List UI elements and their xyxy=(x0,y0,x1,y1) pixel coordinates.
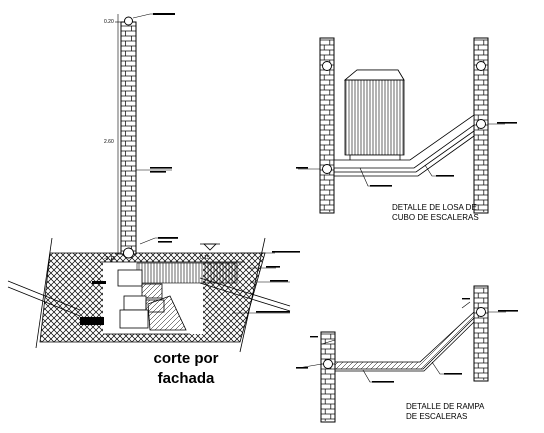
slab-wall-brick-pattern xyxy=(320,39,488,212)
break-lines xyxy=(7,237,291,353)
footing-blocks xyxy=(117,269,187,331)
slab-ramp xyxy=(333,114,475,169)
facade-note-bars xyxy=(80,13,300,325)
slab-right-anchor xyxy=(476,61,486,71)
slab-caption-line1: DETALLE DE LOSA DE xyxy=(392,203,477,212)
level-marker xyxy=(203,243,217,251)
facade-wall xyxy=(120,21,137,255)
dim-ground: -0.15 xyxy=(104,256,116,262)
ramp-slab xyxy=(334,311,475,370)
slab-detail xyxy=(296,37,517,214)
ramp-detail xyxy=(296,285,518,423)
ramp-caption: DETALLE DE RAMPA DE ESCALERAS xyxy=(406,402,484,422)
dim-top: 0.20 xyxy=(104,19,114,25)
slab-left-anchor xyxy=(322,61,332,71)
facade-caption-line1: corte por xyxy=(153,350,219,367)
slab-caption-line2: CUBO DE ESCALERAS xyxy=(392,213,479,222)
ramp-note-bars xyxy=(296,298,518,383)
ramp-left-wall xyxy=(320,331,336,423)
dim-wall-height: 2.60 xyxy=(104,139,114,145)
ramp-caption-line1: DETALLE DE RAMPA xyxy=(406,402,485,411)
dim-grade: 0.15 xyxy=(200,255,210,261)
ramp-left-anchor xyxy=(323,359,333,369)
facade-section: 0.20 2.60 0.15 -0.15 xyxy=(7,13,300,353)
slab-note-bars xyxy=(296,122,517,187)
slab-left-anchor-2 xyxy=(322,164,332,174)
slab-right-anchor-2 xyxy=(476,119,486,129)
wall-base-anchor xyxy=(123,247,134,259)
slab-hatch xyxy=(136,262,238,284)
slab-caption: DETALLE DE LOSA DE CUBO DE ESCALERAS xyxy=(392,203,479,223)
ramp-right-wall xyxy=(473,285,489,382)
ramp-caption-line2: DE ESCALERAS xyxy=(406,412,468,421)
facade-caption-line2: fachada xyxy=(157,370,215,387)
wall-top-anchor xyxy=(124,16,133,26)
water-tank xyxy=(343,69,405,162)
facade-caption: corte por fachada xyxy=(136,349,236,389)
ramp-right-anchor xyxy=(476,307,486,317)
dim-line-vertical xyxy=(115,14,121,255)
